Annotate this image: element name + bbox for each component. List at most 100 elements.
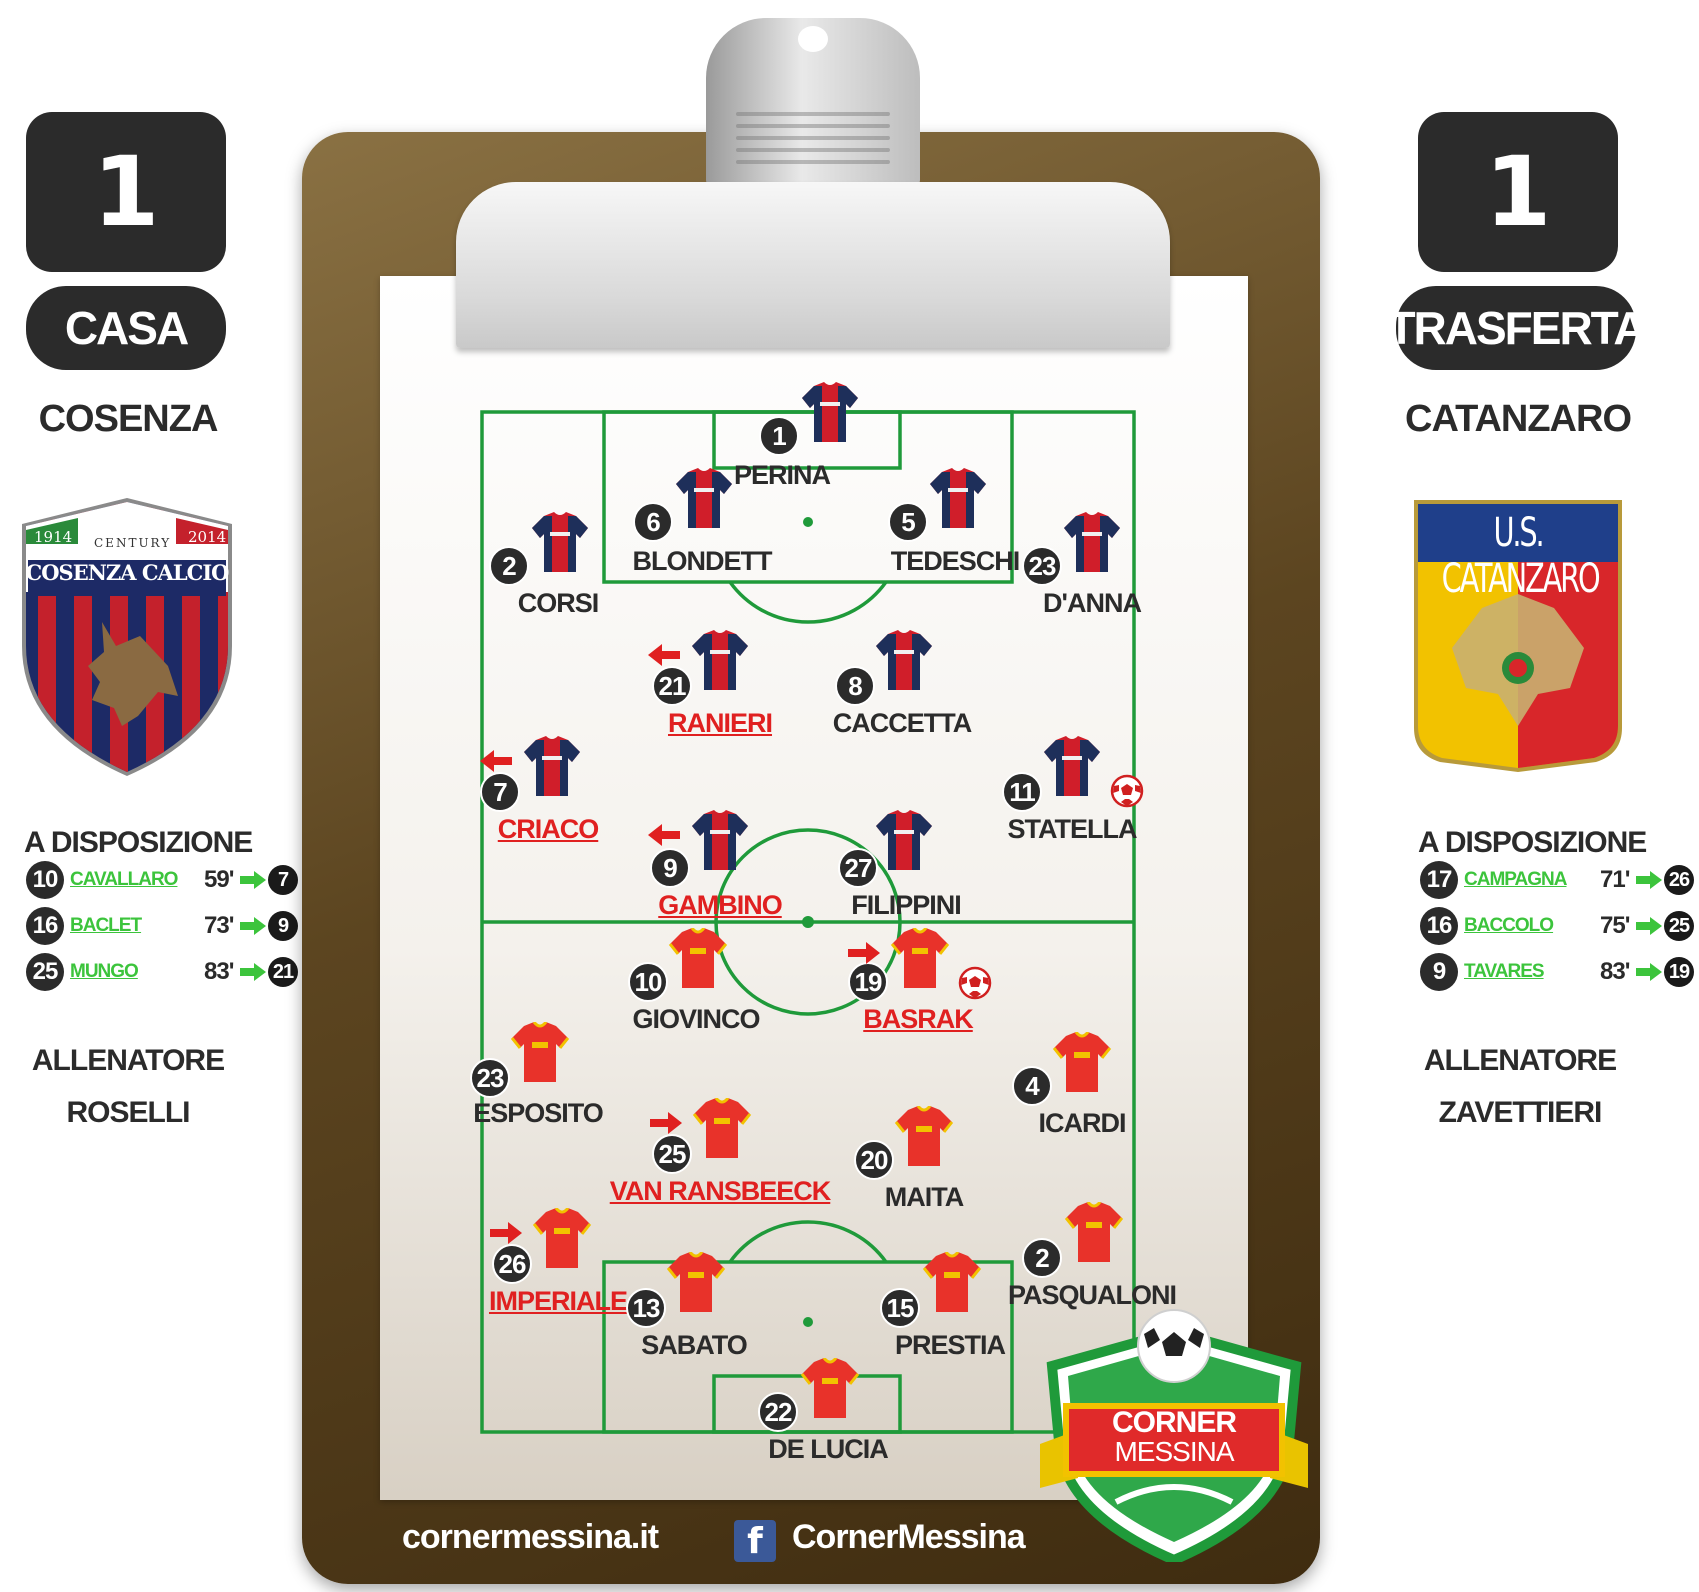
player-name: CACCETTA bbox=[832, 708, 972, 738]
sub-arrow-icon bbox=[1636, 871, 1662, 889]
player-number: 6 bbox=[633, 502, 673, 542]
sub-arrow-icon bbox=[240, 871, 266, 889]
sub-name[interactable]: BACLET bbox=[70, 915, 142, 936]
away-shirt-icon bbox=[800, 1358, 860, 1418]
substitution-out-arrow-icon bbox=[648, 644, 680, 666]
away-shirt-icon bbox=[666, 1252, 726, 1312]
player-name: IMPERIALE bbox=[488, 1286, 628, 1316]
goal-ball-icon bbox=[958, 966, 992, 1000]
player-number: 7 bbox=[480, 772, 520, 812]
sub-replaced-number: 21 bbox=[268, 957, 298, 987]
player-name: STATELLA bbox=[1007, 814, 1138, 844]
away-shirt-icon bbox=[510, 1022, 570, 1082]
sub-number: 25 bbox=[26, 953, 64, 991]
home-shirt-icon bbox=[676, 468, 732, 528]
substitution-out-arrow-icon bbox=[480, 750, 512, 772]
player-name: ESPOSITO bbox=[473, 1098, 604, 1128]
player-number: 2 bbox=[1022, 1238, 1062, 1278]
logo-line2: MESSINA bbox=[1114, 1436, 1234, 1467]
substitution-row: 16 BACLET bbox=[26, 907, 142, 945]
sub-number: 16 bbox=[26, 907, 64, 945]
player-number: 9 bbox=[650, 848, 690, 888]
player-number: 4 bbox=[1012, 1066, 1052, 1106]
player-name: PRESTIA bbox=[894, 1330, 1006, 1360]
facebook-icon[interactable]: f bbox=[734, 1520, 776, 1562]
sub-replaced-number: 9 bbox=[268, 911, 298, 941]
player-number: 8 bbox=[835, 666, 875, 706]
home-bench-label: A DISPOSIZIONE bbox=[24, 826, 253, 859]
player-number: 22 bbox=[758, 1392, 798, 1432]
sub-number: 9 bbox=[1420, 953, 1458, 991]
catanzaro-crest-logo: U.S. CATANZARO bbox=[1412, 498, 1624, 774]
clip-hole bbox=[798, 26, 828, 52]
away-shirt-icon bbox=[1064, 1202, 1124, 1262]
sub-number: 17 bbox=[1420, 861, 1458, 899]
player-name: CRIACO bbox=[497, 814, 599, 844]
sub-name[interactable]: CAVALLARO bbox=[70, 869, 178, 890]
logo-line1: CORNER bbox=[1111, 1406, 1237, 1439]
player-number: 5 bbox=[888, 502, 928, 542]
crest-name: U.S. CATANZARO bbox=[1441, 510, 1601, 602]
sub-name[interactable]: MUNGO bbox=[70, 961, 139, 982]
player-number: 27 bbox=[838, 848, 878, 888]
home-shirt-icon bbox=[876, 810, 932, 870]
sub-replaced-number: 7 bbox=[268, 865, 298, 895]
player-number: 13 bbox=[626, 1288, 666, 1328]
home-team-name: COSENZA bbox=[38, 398, 219, 440]
sub-minute: 73' bbox=[204, 912, 234, 939]
sub-number: 16 bbox=[1420, 907, 1458, 945]
player-number: 10 bbox=[628, 962, 668, 1002]
substitution-in-arrow-icon bbox=[848, 942, 880, 964]
player-number: 23 bbox=[470, 1058, 510, 1098]
sub-minute: 83' bbox=[1600, 958, 1630, 985]
footer-facebook[interactable]: CornerMessina bbox=[792, 1518, 1026, 1556]
player-number: 1 bbox=[759, 416, 799, 456]
substitution-in-arrow-icon bbox=[490, 1222, 522, 1244]
substitution-row: 25 MUNGO bbox=[26, 953, 139, 991]
sub-name[interactable]: TAVARES bbox=[1464, 961, 1545, 982]
player-name: GAMBINO bbox=[658, 890, 782, 920]
player-name: ICARDI bbox=[1038, 1108, 1127, 1138]
player-name: RANIERI bbox=[667, 708, 773, 738]
home-shirt-icon bbox=[930, 468, 986, 528]
crest-century: CENTURY bbox=[94, 536, 172, 550]
player-number: 11 bbox=[1002, 772, 1042, 812]
home-shirt-icon bbox=[532, 512, 588, 572]
away-shirt-icon bbox=[532, 1208, 592, 1268]
sub-arrow-icon bbox=[240, 917, 266, 935]
sub-arrow-icon bbox=[240, 963, 266, 981]
crest-year-right: 2014 bbox=[188, 528, 227, 546]
home-score: 1 bbox=[26, 112, 226, 272]
player-name: SABATO bbox=[641, 1330, 748, 1360]
away-side-label: TRASFERTA bbox=[1387, 286, 1647, 370]
sub-name[interactable]: CAMPAGNA bbox=[1464, 869, 1567, 890]
substitution-row: 9 TAVARES bbox=[1420, 953, 1545, 991]
player-name: MAITA bbox=[884, 1182, 964, 1212]
away-shirt-icon bbox=[894, 1106, 954, 1166]
away-shirt-icon bbox=[1052, 1032, 1112, 1092]
home-coach-name: ROSELLI bbox=[66, 1096, 190, 1129]
goal-ball-icon bbox=[1110, 774, 1144, 808]
player-name: D'ANNA bbox=[1043, 588, 1142, 618]
sub-replaced-number: 26 bbox=[1664, 865, 1694, 895]
player-name: PERINA bbox=[733, 460, 831, 490]
crest-year-left: 1914 bbox=[34, 528, 73, 546]
player-number: 25 bbox=[652, 1134, 692, 1174]
player-number: 20 bbox=[854, 1140, 894, 1180]
player-name: FILIPPINI bbox=[851, 890, 962, 920]
away-coach-label: ALLENATORE bbox=[1423, 1044, 1617, 1077]
home-shirt-icon bbox=[1064, 512, 1120, 572]
substitution-out-arrow-icon bbox=[648, 824, 680, 846]
footer-site[interactable]: cornermessina.it bbox=[402, 1518, 659, 1556]
substitution-in-arrow-icon bbox=[650, 1112, 682, 1134]
sub-replaced-number: 19 bbox=[1664, 957, 1694, 987]
player-name: TEDESCHI bbox=[890, 546, 1021, 576]
corner-messina-logo: CORNER MESSINA bbox=[1036, 1302, 1312, 1566]
home-shirt-icon bbox=[692, 810, 748, 870]
away-coach-name: ZAVETTIERI bbox=[1438, 1096, 1603, 1129]
player-number: 15 bbox=[880, 1288, 920, 1328]
paper-sheet bbox=[380, 276, 1248, 1500]
sub-name[interactable]: BACCOLO bbox=[1464, 915, 1554, 936]
sub-minute: 71' bbox=[1600, 866, 1630, 893]
player-number: 26 bbox=[492, 1244, 532, 1284]
